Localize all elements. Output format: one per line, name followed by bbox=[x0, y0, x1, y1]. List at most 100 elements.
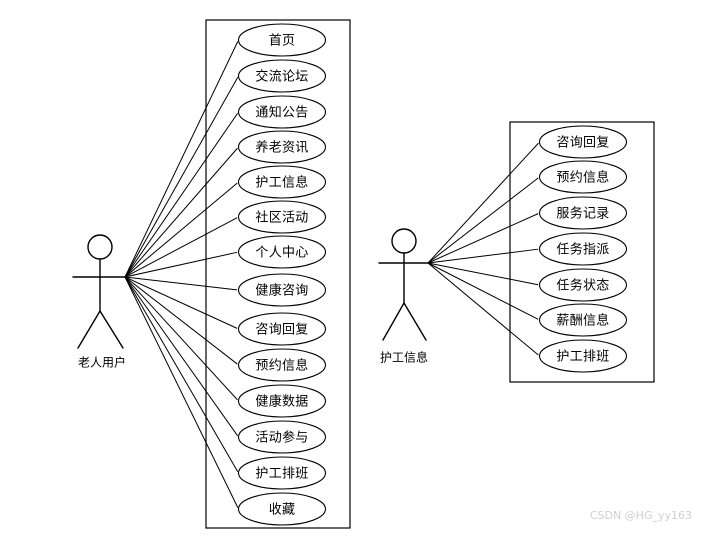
association-elderly-user-to-elderly-system-1 bbox=[124, 77, 239, 278]
association-elderly-user-to-elderly-system-12 bbox=[124, 276, 239, 472]
association-caregiver-to-caregiver-system-0 bbox=[427, 142, 539, 264]
use-case-ellipse[interactable] bbox=[538, 268, 628, 302]
use-case-node[interactable]: 咨询回复 bbox=[237, 312, 327, 346]
use-case-ellipse[interactable] bbox=[538, 196, 628, 230]
use-case-node[interactable]: 养老资讯 bbox=[237, 130, 327, 164]
use-case-label: 护工信息 bbox=[255, 175, 308, 191]
use-case-ellipse[interactable] bbox=[237, 312, 327, 346]
use-case-node[interactable]: 交流论坛 bbox=[237, 59, 327, 93]
system-boundary-elderly-system bbox=[205, 19, 351, 529]
use-case-label: 个人中心 bbox=[255, 246, 308, 261]
use-case-label: 通知公告 bbox=[255, 105, 308, 121]
use-case-ellipse[interactable] bbox=[237, 456, 327, 490]
association-lines-layer bbox=[124, 41, 539, 508]
use-case-ellipse[interactable] bbox=[237, 200, 327, 234]
use-case-node[interactable]: 咨询回复 bbox=[538, 125, 628, 159]
use-case-node[interactable]: 通知公告 bbox=[237, 95, 327, 129]
use-case-label: 咨询回复 bbox=[255, 323, 308, 338]
use-case-ellipse[interactable] bbox=[237, 130, 327, 164]
use-case-ellipse[interactable] bbox=[237, 95, 327, 129]
use-case-label: 活动参与 bbox=[255, 430, 308, 446]
association-elderly-user-to-elderly-system-7 bbox=[124, 276, 238, 291]
association-elderly-user-to-elderly-system-2 bbox=[124, 112, 239, 278]
use-case-label: 预约信息 bbox=[556, 170, 609, 186]
use-case-ellipse[interactable] bbox=[237, 59, 327, 93]
association-elderly-user-to-elderly-system-11 bbox=[124, 276, 239, 437]
watermark-label: CSDN @HG_yy163 bbox=[590, 509, 692, 522]
use-case-label: 服务记录 bbox=[556, 206, 609, 222]
association-caregiver-to-caregiver-system-4 bbox=[427, 262, 539, 286]
use-case-node[interactable]: 个人中心 bbox=[237, 235, 327, 269]
use-case-node[interactable]: 预约信息 bbox=[237, 348, 327, 382]
association-caregiver-to-caregiver-system-5 bbox=[427, 262, 539, 320]
association-elderly-user-to-elderly-system-5 bbox=[124, 217, 238, 278]
use-case-node[interactable]: 薪酬信息 bbox=[538, 303, 628, 337]
use-case-node[interactable]: 任务状态 bbox=[538, 268, 628, 302]
actor-head-icon bbox=[391, 228, 417, 254]
actor-label: 老人用户 bbox=[78, 355, 126, 370]
association-elderly-user-to-elderly-system-13 bbox=[124, 276, 239, 508]
use-case-ellipse[interactable] bbox=[237, 492, 327, 526]
use-case-ellipse[interactable] bbox=[538, 125, 628, 159]
use-case-node[interactable]: 首页 bbox=[237, 23, 327, 57]
use-case-ellipse[interactable] bbox=[237, 235, 327, 269]
association-elderly-user-to-elderly-system-9 bbox=[124, 276, 238, 365]
use-case-label: 咨询回复 bbox=[556, 136, 609, 151]
use-case-ellipse[interactable] bbox=[237, 273, 327, 307]
association-elderly-user-to-elderly-system-8 bbox=[124, 276, 238, 329]
system-boundary-layer bbox=[205, 19, 655, 529]
actor-leg-left bbox=[77, 310, 101, 349]
use-case-label: 交流论坛 bbox=[255, 69, 308, 85]
association-elderly-user-to-elderly-system-0 bbox=[124, 41, 239, 278]
use-case-label: 任务状态 bbox=[556, 278, 609, 294]
use-case-ellipse[interactable] bbox=[538, 232, 628, 266]
use-case-layer: 首页交流论坛通知公告养老资讯护工信息社区活动个人中心健康咨询咨询回复预约信息健康… bbox=[237, 23, 628, 526]
use-case-ellipse[interactable] bbox=[538, 303, 628, 337]
association-caregiver-to-caregiver-system-2 bbox=[427, 213, 539, 264]
use-case-node[interactable]: 社区活动 bbox=[237, 200, 327, 234]
use-case-label: 首页 bbox=[269, 34, 296, 49]
use-case-label: 健康咨询 bbox=[255, 283, 308, 299]
use-case-ellipse[interactable] bbox=[237, 348, 327, 382]
use-case-label: 收藏 bbox=[269, 503, 296, 518]
use-case-node[interactable]: 预约信息 bbox=[538, 160, 628, 194]
association-caregiver-to-caregiver-system-3 bbox=[427, 248, 539, 264]
actor-head-icon bbox=[87, 234, 113, 260]
association-elderly-user-to-elderly-system-6 bbox=[124, 251, 238, 278]
use-case-ellipse[interactable] bbox=[237, 384, 327, 418]
use-case-label: 任务指派 bbox=[556, 242, 609, 258]
use-case-node[interactable]: 收藏 bbox=[237, 492, 327, 526]
association-elderly-user-to-elderly-system-4 bbox=[124, 182, 238, 278]
association-elderly-user-to-elderly-system-3 bbox=[124, 147, 238, 278]
use-case-ellipse[interactable] bbox=[237, 165, 327, 199]
use-case-label: 社区活动 bbox=[255, 210, 308, 226]
association-caregiver-to-caregiver-system-1 bbox=[427, 177, 539, 264]
actor-caregiver[interactable]: 护工信息 bbox=[378, 228, 429, 365]
use-case-node[interactable]: 健康数据 bbox=[237, 384, 327, 418]
use-case-node[interactable]: 护工信息 bbox=[237, 165, 327, 199]
use-case-node[interactable]: 服务记录 bbox=[538, 196, 628, 230]
use-case-label: 薪酬信息 bbox=[556, 313, 609, 329]
use-case-node[interactable]: 护工排班 bbox=[237, 456, 327, 490]
association-caregiver-to-caregiver-system-6 bbox=[427, 262, 539, 356]
use-case-node[interactable]: 护工排班 bbox=[538, 339, 628, 373]
use-case-ellipse[interactable] bbox=[237, 23, 327, 57]
use-case-ellipse[interactable] bbox=[538, 160, 628, 194]
association-elderly-user-to-elderly-system-10 bbox=[124, 276, 238, 401]
use-case-node[interactable]: 活动参与 bbox=[237, 420, 327, 454]
use-case-ellipse[interactable] bbox=[538, 339, 628, 373]
use-case-node[interactable]: 任务指派 bbox=[538, 232, 628, 266]
use-case-ellipse[interactable] bbox=[237, 420, 327, 454]
actor-leg-left bbox=[382, 302, 405, 341]
use-case-label: 护工排班 bbox=[255, 467, 308, 482]
actor-layer: 老人用户 护工信息 bbox=[72, 228, 429, 370]
actor-leg-right bbox=[99, 310, 124, 349]
system-boundary-caregiver-system bbox=[509, 121, 655, 383]
use-case-label: 养老资讯 bbox=[255, 140, 308, 156]
actor-label: 护工信息 bbox=[380, 350, 428, 365]
use-case-node[interactable]: 健康咨询 bbox=[237, 273, 327, 307]
actor-elderly-user[interactable]: 老人用户 bbox=[72, 234, 126, 370]
